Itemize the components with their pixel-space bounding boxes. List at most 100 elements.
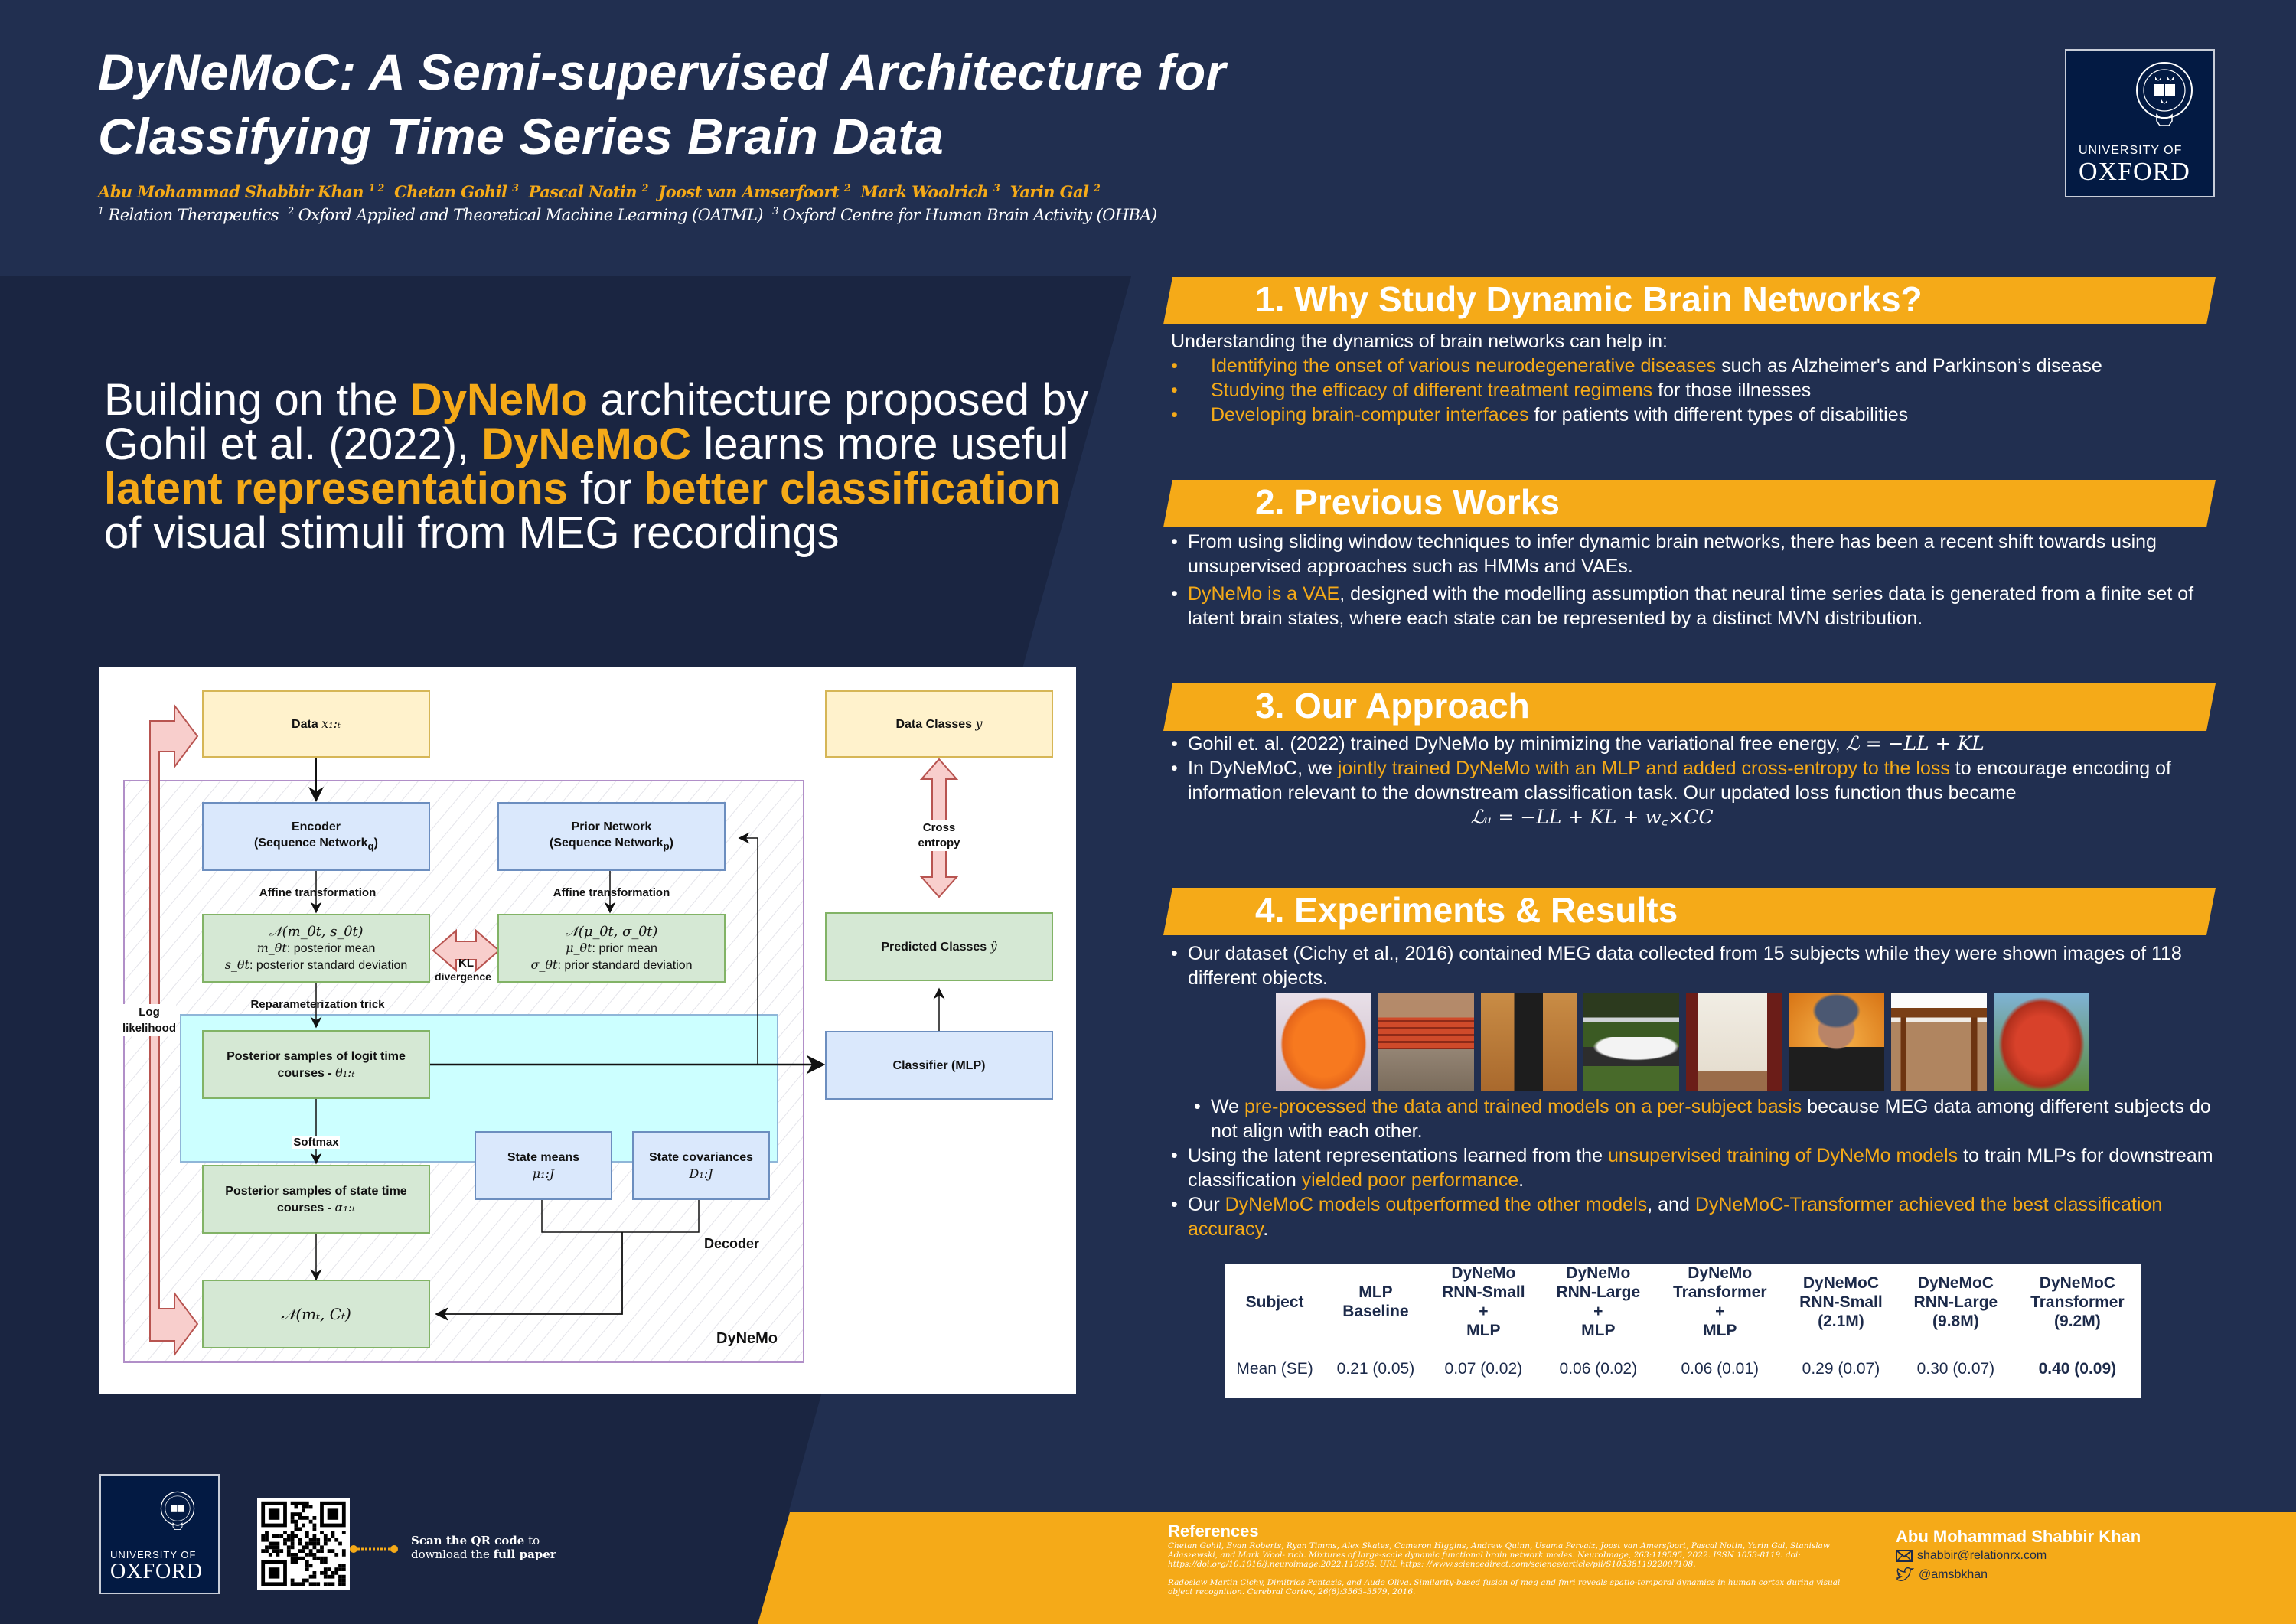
references-list: Chetan Gohil, Evan Roberts, Ryan Timms, … (1168, 1541, 1841, 1596)
section-3-bullet-2-rest: to encourage encoding of information rel… (1188, 758, 2171, 804)
poster-title: DyNeMoC: A Semi-supervised Architecture … (98, 40, 1476, 168)
stimulus-image-man-with-beanie (1789, 993, 1884, 1091)
prior-mean-label: : prior mean (592, 941, 657, 955)
tagline-highlight: DyNeMo (409, 375, 588, 425)
tagline: Building on the DyNeMo architecture prop… (104, 378, 1099, 556)
affiliation-name: Oxford Applied and Theoretical Machine L… (293, 206, 773, 224)
table-cell: 0.30 (0.07) (1916, 1360, 1995, 1378)
qr-code[interactable] (257, 1498, 350, 1590)
data-box: Data x₁:ₜ (202, 690, 430, 758)
data-classes-math: y (975, 716, 983, 731)
logo-oxford: OXFORD (2079, 158, 2190, 186)
table-cell: 0.07 (0.02) (1444, 1360, 1523, 1378)
predicted-classes-box: Predicted Classes ŷ (825, 912, 1053, 981)
table-header-line: RNN-Small (1799, 1293, 1883, 1311)
table-header-line: (2.1M) (1818, 1312, 1864, 1330)
stimulus-image-sports-car (1583, 993, 1679, 1091)
table-cell: 0.40 (0.09) (2038, 1360, 2117, 1378)
table-header-line: MLP (1581, 1322, 1616, 1339)
twitter-icon (1896, 1567, 1914, 1581)
contact-email[interactable]: shabbir@relationrx.com (1896, 1549, 2047, 1563)
state-covariances-box: State covariances D₁:J (632, 1131, 770, 1200)
stimulus-image-table (1891, 993, 1987, 1091)
posterior-mean-sym: m_θt (256, 940, 287, 955)
section-1-bullets: Identifying the onset of various neurode… (1171, 354, 2219, 427)
author-affiliation-index: 1 2 (368, 182, 385, 194)
data-label: Data (292, 718, 318, 731)
affiliation-list: 1 Relation Therapeutics 2 Oxford Applied… (98, 205, 1166, 224)
author-list: Abu Mohammad Shabbir Khan 1 2 Chetan Goh… (98, 182, 1110, 201)
contact-twitter[interactable]: @amsbkhan (1896, 1567, 1988, 1583)
predicted-math: ŷ (990, 939, 997, 954)
table-header-line: + (1593, 1303, 1603, 1320)
section-3-body: Gohil et. al. (2022) trained DyNeMo by m… (1171, 732, 2219, 830)
tagline-text: of visual stimuli from MEG recordings (104, 508, 840, 558)
section-4-bullet-1: Our dataset (Cichy et al., 2016) contain… (1171, 941, 2219, 990)
logo-oxford: OXFORD (110, 1560, 204, 1583)
bullet-highlight: Studying the efficacy of different treat… (1211, 380, 1653, 401)
section-2-body: From using sliding window techniques to … (1171, 530, 2219, 631)
tagline-highlight: DyNeMoC (481, 419, 692, 469)
s4b4-mid: , and (1647, 1194, 1695, 1215)
state-cov-math: D₁:J (689, 1166, 713, 1181)
oxford-crest-icon (2136, 62, 2193, 126)
reparam-label: Reparameterization trick (250, 998, 385, 1011)
s4b3-hl2: yielded poor performance (1301, 1169, 1519, 1191)
affiliation-index: 3 (772, 205, 778, 217)
stimulus-image-stove (1686, 993, 1782, 1091)
state-samples-box: Posterior samples of state time courses … (202, 1165, 430, 1234)
section-1-bar (1163, 277, 2216, 324)
section-4-bullet-3: Using the latent representations learned… (1171, 1143, 2219, 1192)
kl-label: KL (458, 957, 474, 970)
section-4-bullet-4: Our DyNeMoC models outperformed the othe… (1171, 1192, 2219, 1241)
section-4-bar (1163, 888, 2216, 935)
author-affiliation-index: 3 (993, 182, 1000, 194)
affiliation-index: 2 (288, 205, 294, 217)
logo-university-of: UNIVERSITY OF (110, 1549, 197, 1560)
author-name: Yarin Gal (1009, 182, 1094, 201)
free-energy-formula: ℒ = −LL + KL (1845, 732, 1985, 755)
cross-word: Cross (922, 821, 956, 834)
divergence-label: divergence (435, 970, 491, 983)
state-line1: Posterior samples of state time (225, 1184, 407, 1198)
state-means-box: State means μ₁:J (475, 1131, 612, 1200)
prior-sub-index: p (663, 840, 670, 853)
envelope-icon (1896, 1550, 1913, 1562)
qr-caption-rest-2: download the (411, 1547, 494, 1561)
section-4-body-top: Our dataset (Cichy et al., 2016) contain… (1171, 941, 2219, 990)
affiliation-name: Oxford Centre for Human Brain Activity (… (778, 206, 1166, 224)
author-name: Abu Mohammad Shabbir Khan (98, 182, 369, 201)
encoder-sub-index: q (367, 840, 374, 853)
bullet-text: for those illnesses (1652, 380, 1812, 401)
author-name: Pascal Notin (528, 182, 642, 201)
section-1-title: 1. Why Study Dynamic Brain Networks? (1255, 279, 1923, 319)
title-line-2: Classifying Time Series Brain Data (98, 108, 944, 165)
oxford-crest-icon (160, 1491, 195, 1531)
encoder-sub: (Sequence Network (254, 836, 368, 850)
section-1-bullet: Developing brain-computer interfaces for… (1171, 403, 2219, 427)
posterior-sd-label: : posterior standard deviation (249, 958, 408, 972)
table-cell: 0.06 (0.02) (1559, 1360, 1638, 1378)
data-classes-label: Data Classes (895, 718, 973, 731)
section-4-body-bottom: We pre-processed the data and trained mo… (1171, 1094, 2219, 1241)
decoder-label: Decoder (704, 1236, 760, 1251)
state-means-label: State means (507, 1151, 580, 1164)
table-cell: Mean (SE) (1236, 1360, 1313, 1378)
s4b3-hl: unsupervised training of DyNeMo models (1607, 1145, 1958, 1166)
predicted-label: Predicted Classes (881, 941, 987, 954)
log-likelihood-label: Log likelihood (122, 1004, 176, 1036)
architecture-diagram: Data x₁:ₜ Encoder (Sequence Networkq) Pr… (99, 667, 1076, 1394)
affine-label-encoder: Affine transformation (259, 886, 377, 899)
table-header-line: DyNeMoC (2039, 1273, 2115, 1292)
bullet-highlight: Developing brain-computer interfaces (1211, 404, 1529, 426)
tagline-highlight: latent representations (104, 464, 568, 514)
state-line2: courses - (276, 1201, 335, 1215)
table-cell: 0.06 (0.01) (1681, 1360, 1760, 1378)
observation-math: 𝒩(mₜ, Cₜ) (281, 1304, 351, 1323)
section-2-title: 2. Previous Works (1255, 482, 1560, 522)
s4b2-rest: because MEG data among different subject… (1211, 1096, 2211, 1142)
table-header-line: RNN-Large (1556, 1283, 1641, 1301)
footer-band (758, 1512, 2296, 1624)
